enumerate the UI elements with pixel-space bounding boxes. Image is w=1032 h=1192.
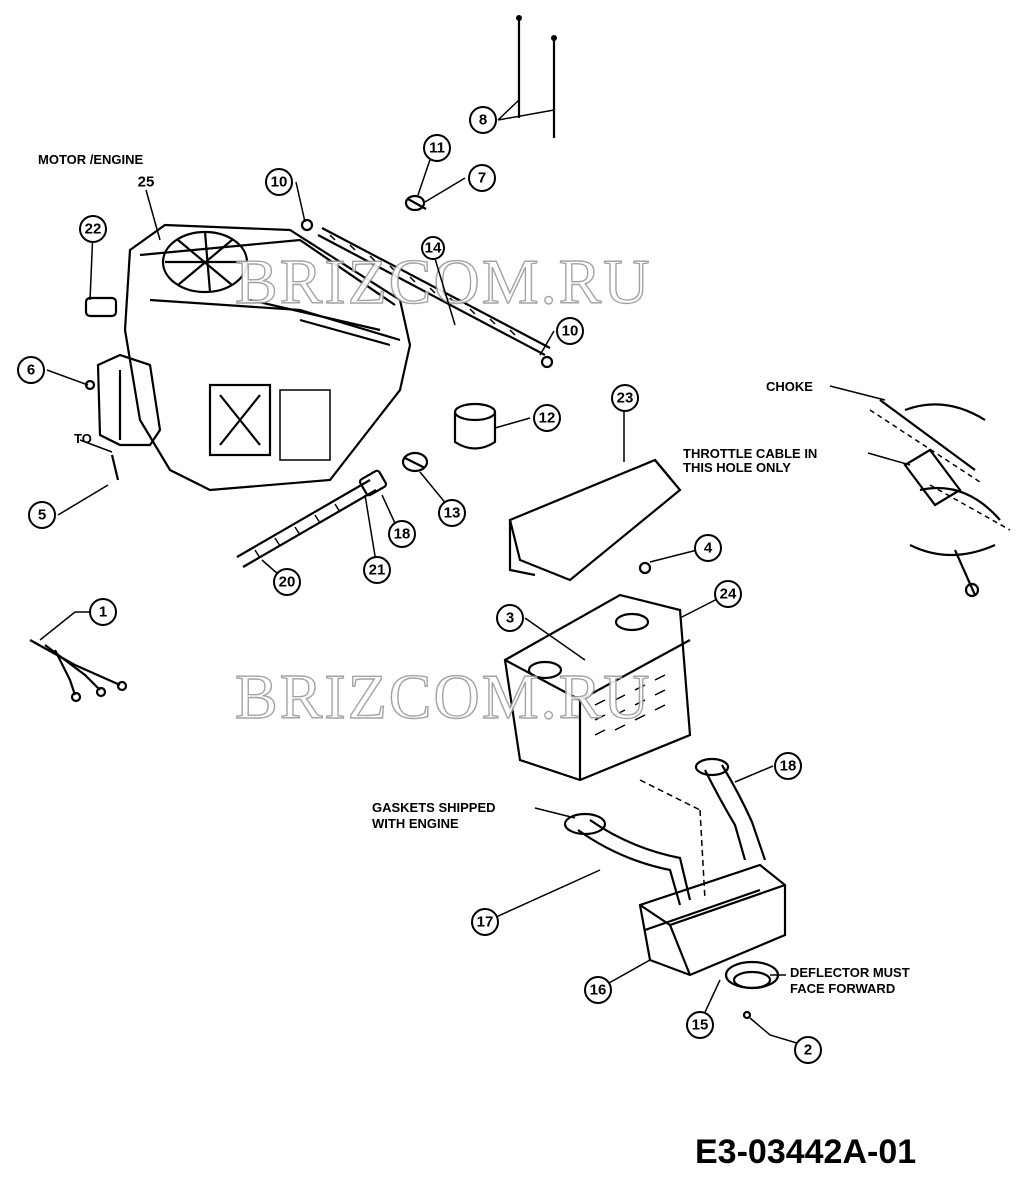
callout-2: 2 (804, 1042, 812, 1059)
bolt-2 (742, 1010, 752, 1020)
callout-circle-2 (794, 1036, 822, 1064)
muffler-guard-24 (503, 593, 706, 901)
label-deflector-line1: DEFLECTOR MUST (790, 965, 910, 980)
callout-24: 24 (720, 586, 737, 603)
callout-bubbles: 1 2 3 4 5 6 7 8 10 10 11 12 13 14 15 16 … (17, 106, 822, 1064)
callout-circle-21 (363, 556, 391, 584)
callout-18-hose: 18 (394, 526, 411, 543)
callout-circle-18-pipe (774, 752, 802, 780)
fuel-filter-12 (453, 402, 497, 450)
callout-13: 13 (444, 505, 461, 522)
oil-cap-part-22 (84, 296, 118, 318)
exhaust-pipe-17 (563, 812, 692, 906)
callout-circle-24 (714, 580, 742, 608)
label-choke: CHOKE (766, 379, 813, 394)
callout-12: 12 (539, 410, 556, 427)
watermark-middle: BRIZCOM.RU (235, 661, 652, 732)
callout-18-pipe: 18 (780, 758, 797, 775)
clip-7-11 (404, 194, 427, 212)
callout-21: 21 (369, 562, 386, 579)
fuel-hose-14 (300, 218, 554, 369)
leader-lines (39, 99, 911, 1051)
callout-22: 22 (85, 221, 102, 238)
label-motor-engine: MOTOR /ENGINE (38, 152, 144, 167)
callout-circle-18-hose (388, 520, 416, 548)
callout-16: 16 (590, 982, 607, 999)
label-gaskets-line1: GASKETS SHIPPED (372, 800, 496, 815)
callout-circle-15 (686, 1011, 714, 1039)
callout-14: 14 (425, 240, 442, 257)
callout-circle-3 (496, 604, 524, 632)
callout-circle-6 (17, 356, 45, 384)
callout-circle-5 (28, 501, 56, 529)
label-throttle-line2: THIS HOLE ONLY (683, 460, 791, 475)
callout-circle-22 (79, 215, 107, 243)
callout-23: 23 (617, 390, 634, 407)
callout-circle-20 (273, 568, 301, 596)
dipstick-8 (516, 15, 557, 138)
callout-6: 6 (27, 362, 35, 379)
callout-10-top: 10 (271, 174, 288, 191)
callout-circle-23 (611, 384, 639, 412)
callout-circle-14 (421, 236, 445, 260)
callout-circle-13 (438, 499, 466, 527)
callout-11: 11 (429, 140, 445, 157)
callout-circle-17 (471, 908, 499, 936)
callout-8: 8 (479, 112, 487, 129)
callout-20: 20 (279, 574, 296, 591)
drawing-number: E3-03442A-01 (695, 1133, 916, 1171)
callout-circle-7 (468, 164, 496, 192)
engine-drawing (84, 223, 412, 492)
callout-25: 25 (138, 174, 155, 191)
callout-5: 5 (38, 507, 46, 524)
callout-1: 1 (99, 604, 107, 621)
callout-circle-1 (89, 598, 117, 626)
callout-3: 3 (506, 610, 514, 627)
label-to: TO (74, 431, 92, 446)
callout-circle-11 (423, 134, 451, 162)
wire-harness-1 (29, 639, 128, 703)
callout-circle-4 (694, 534, 722, 562)
label-throttle-line1: THROTTLE CABLE IN (683, 446, 817, 461)
callout-17: 17 (477, 914, 494, 931)
callout-circle-10-top (265, 168, 293, 196)
callout-15: 15 (692, 1017, 709, 1034)
callout-7: 7 (478, 170, 486, 187)
label-deflector-line2: FACE FORWARD (790, 981, 895, 996)
heat-shield-23 (508, 458, 682, 582)
callout-circle-12 (533, 404, 561, 432)
exhaust-pipe-18 (694, 757, 767, 861)
hose-20 (236, 469, 388, 568)
label-gaskets-line2: WITH ENGINE (372, 816, 459, 831)
callout-4: 4 (704, 540, 713, 557)
muffler-16 (638, 863, 787, 977)
throttle-detail (869, 399, 1011, 598)
callout-circle-10-right (556, 317, 584, 345)
callout-circle-16 (584, 976, 612, 1004)
callout-circle-8 (469, 106, 497, 134)
callout-10-right: 10 (562, 323, 579, 340)
bolt-4 (638, 561, 652, 575)
fitting-13 (401, 451, 429, 473)
watermark-top: BRIZCOM.RU (235, 246, 652, 317)
fastener-5 (110, 454, 120, 481)
